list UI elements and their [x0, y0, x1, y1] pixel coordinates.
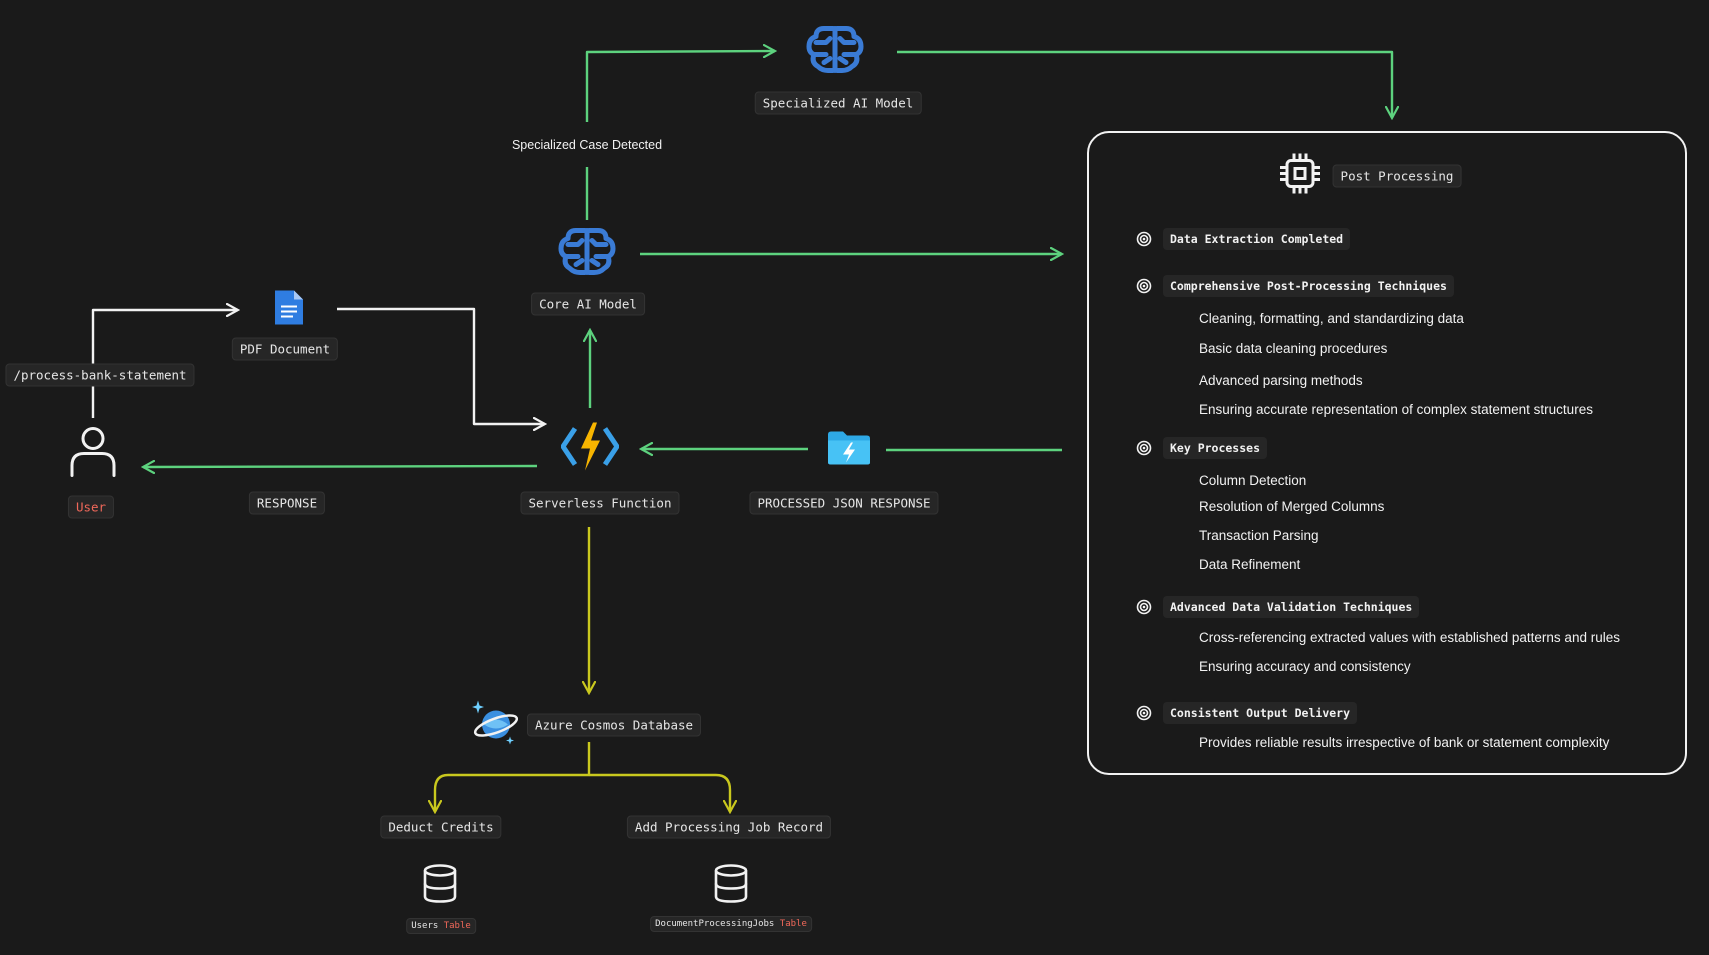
user-label: User: [67, 495, 115, 519]
cosmos-planet-icon: [470, 699, 519, 752]
section-title: Key Processes: [1163, 437, 1268, 459]
endpoint-label: /process-bank-statement: [5, 363, 195, 387]
serverless-label: Serverless Function: [520, 491, 680, 515]
edge-case-to-specialized: [585, 51, 775, 122]
lightning-function-icon: [560, 421, 620, 478]
document-icon: [273, 289, 305, 332]
deduct-credits-label: Deduct Credits: [380, 815, 502, 839]
processed-json-label: PROCESSED JSON RESPONSE: [749, 491, 939, 515]
pdf-label: PDF Document: [231, 337, 339, 361]
target-icon: [1136, 231, 1152, 252]
target-icon: [1136, 705, 1152, 726]
section-item: Ensuring accuracy and consistency: [1199, 659, 1411, 674]
specialized-case-label: Specialized Case Detected: [511, 138, 663, 152]
section-item: Column Detection: [1199, 473, 1307, 488]
response-label: RESPONSE: [248, 491, 326, 515]
user-icon: [68, 424, 118, 485]
core-ai-label: Core AI Model: [531, 292, 645, 316]
target-icon: [1136, 599, 1152, 620]
section-item: Advanced parsing methods: [1199, 373, 1363, 388]
database-icon: [713, 864, 749, 909]
target-icon: [1136, 440, 1152, 461]
users-table-label: Users Table: [406, 918, 476, 934]
database-icon: [422, 864, 458, 909]
edge-response-to-user: [143, 466, 538, 467]
section-item: Data Refinement: [1199, 557, 1301, 572]
edge-cosmos-branch-right: [589, 773, 730, 812]
section-title: Comprehensive Post-Processing Techniques: [1163, 275, 1454, 297]
jobs-table-label: DocumentProcessingJobs Table: [650, 916, 812, 932]
chip-icon: [1278, 152, 1322, 201]
section-item: Cross-referencing extracted values with …: [1199, 630, 1620, 645]
edge-pdf-to-serverless: [337, 307, 545, 424]
post-processing-title: Post Processing: [1332, 164, 1462, 188]
post-processing-panel: Post Processing Data Extraction Complete…: [1087, 131, 1687, 775]
section-item: Transaction Parsing: [1199, 528, 1319, 543]
section-item: Basic data cleaning procedures: [1199, 341, 1388, 356]
section-title: Advanced Data Validation Techniques: [1163, 596, 1420, 618]
target-icon: [1136, 278, 1152, 299]
specialized-ai-label: Specialized AI Model: [754, 91, 922, 115]
section-item: Ensuring accurate representation of comp…: [1199, 402, 1593, 417]
section-item: Cleaning, formatting, and standardizing …: [1199, 311, 1464, 326]
section-item: Resolution of Merged Columns: [1199, 499, 1385, 514]
brain-icon: [558, 227, 616, 282]
cosmos-label: Azure Cosmos Database: [526, 713, 702, 737]
add-job-label: Add Processing Job Record: [626, 815, 832, 839]
section-item: Provides reliable results irrespective o…: [1199, 735, 1610, 750]
section-title: Data Extraction Completed: [1163, 228, 1351, 250]
edge-specialized-to-post: [897, 50, 1392, 118]
folder-lightning-icon: [826, 429, 872, 472]
brain-icon: [806, 25, 864, 80]
section-title: Consistent Output Delivery: [1163, 702, 1358, 724]
edge-cosmos-branch: [435, 742, 591, 812]
